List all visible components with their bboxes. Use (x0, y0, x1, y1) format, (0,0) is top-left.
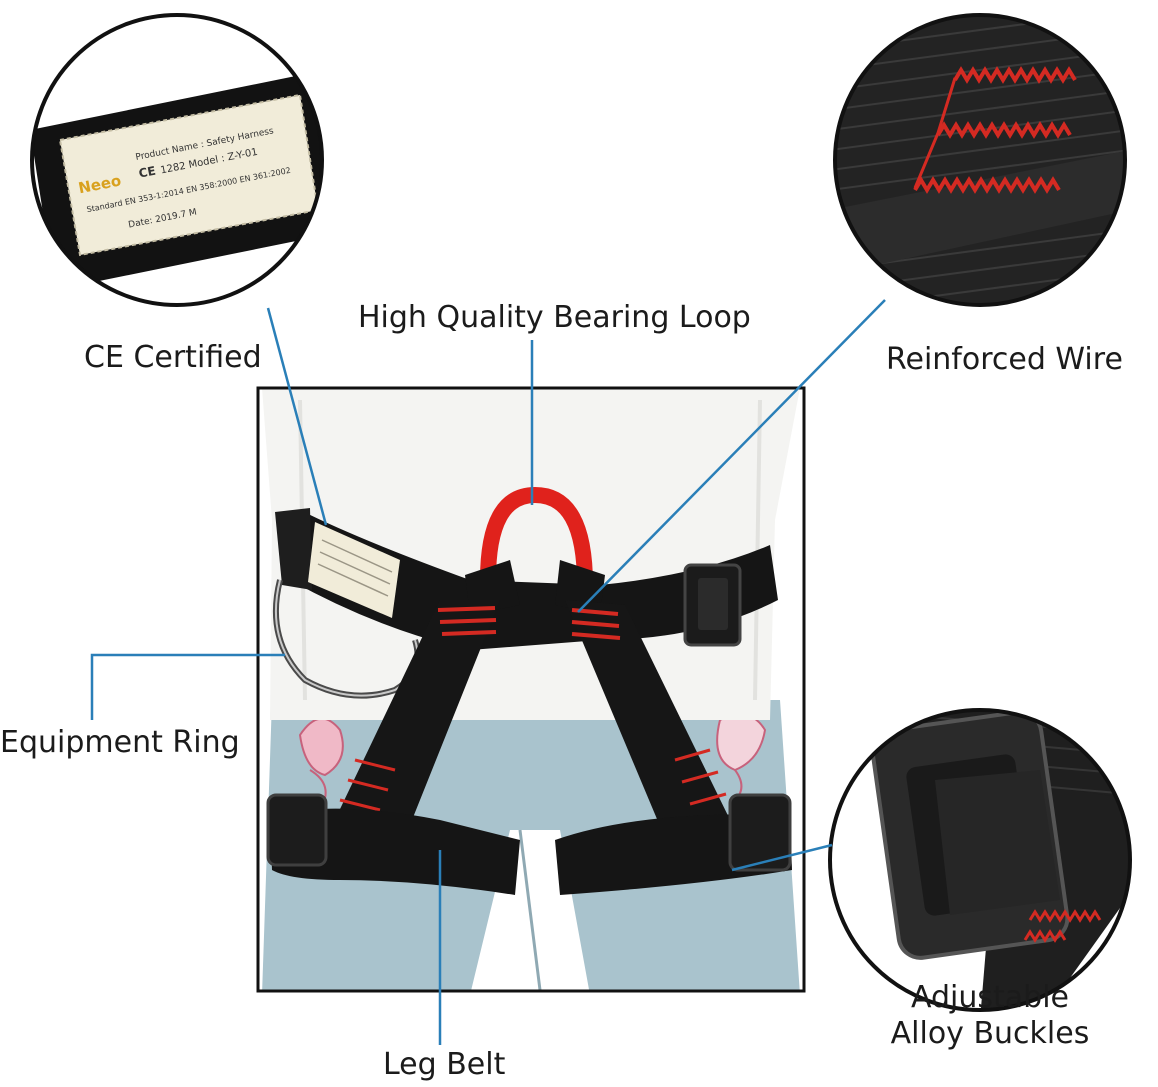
leader-ce (266, 307, 328, 526)
callout-ce-certified: CE Certified (84, 340, 262, 375)
red-bartack-stitching (913, 66, 1077, 194)
leader-lines (90, 299, 886, 1045)
leader-reinforced-wire (577, 299, 886, 613)
zoom-circle-buckle (828, 708, 1132, 1012)
leader-equipment-ring (90, 653, 285, 720)
callout-reinforced-wire: Reinforced Wire (886, 342, 1123, 377)
callout-bearing-loop: High Quality Bearing Loop (358, 300, 751, 335)
callout-adjustable-line2: Alloy Buckles (890, 1016, 1090, 1051)
callout-equipment-ring: Equipment Ring (0, 725, 240, 760)
zoom-circle-ce-label: Neeo Product Name : Safety Harness CE 12… (30, 13, 324, 307)
tag-ce-mark: CE (137, 164, 156, 181)
zoom-circle-reinforced-wire (833, 13, 1127, 307)
leader-buckle (731, 843, 833, 872)
callout-adjustable-line1: Adjustable (911, 980, 1069, 1015)
belt-label (308, 522, 400, 618)
callout-adjustable-buckles: Adjustable Alloy Buckles (880, 980, 1100, 1052)
callout-leg-belt: Leg Belt (383, 1047, 506, 1082)
